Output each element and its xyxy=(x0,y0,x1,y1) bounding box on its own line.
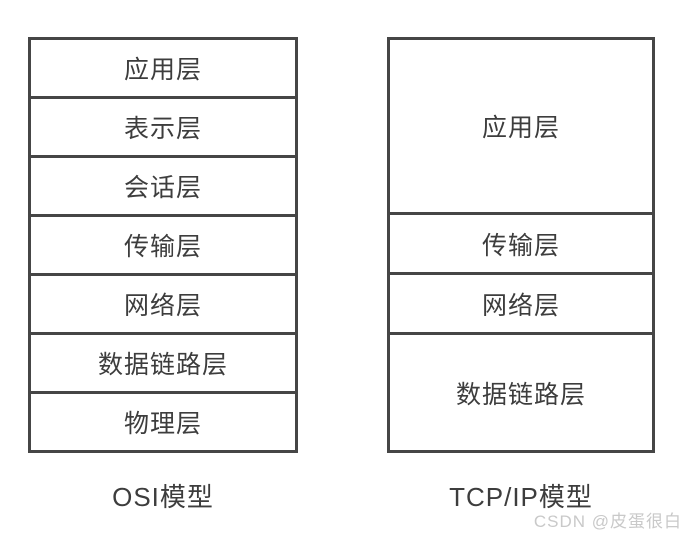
tcpip-layer-row: 网络层 xyxy=(390,272,652,332)
osi-layer-row: 应用层 xyxy=(31,40,295,96)
osi-layer-row: 数据链路层 xyxy=(31,332,295,391)
osi-layer-row: 表示层 xyxy=(31,96,295,155)
osi-layer-label: 传输层 xyxy=(123,233,202,261)
osi-layer-row: 物理层 xyxy=(31,391,295,450)
watermark-text: CSDN @皮蛋很白 xyxy=(533,512,682,531)
tcpip-layer-row: 传输层 xyxy=(390,211,652,272)
osi-layer-label: 数据链路层 xyxy=(97,351,228,379)
tcpip-layer-label: 应用层 xyxy=(481,113,560,142)
osi-layer-row: 网络层 xyxy=(31,273,295,332)
osi-layer-row: 会话层 xyxy=(31,155,295,214)
osi-layer-label: 网络层 xyxy=(123,292,202,320)
osi-model-stack: 应用层 表示层 会话层 传输层 网络层 数据链路层 物理层 xyxy=(28,37,298,453)
osi-model-title: OSI模型 xyxy=(112,482,214,512)
tcpip-layer-label: 网络层 xyxy=(481,291,560,320)
osi-layer-label: 会话层 xyxy=(123,174,202,202)
watermark: CSDN @皮蛋很白 xyxy=(534,507,682,532)
osi-layer-row: 传输层 xyxy=(31,214,295,273)
osi-layer-label: 表示层 xyxy=(123,115,202,143)
tcpip-layer-row: 数据链路层 xyxy=(390,332,652,450)
osi-layer-label: 物理层 xyxy=(123,410,202,438)
tcpip-layer-label: 传输层 xyxy=(481,231,560,260)
tcpip-model-title: TCP/IP模型 xyxy=(449,482,593,512)
osi-layer-label: 应用层 xyxy=(123,56,202,84)
tcpip-model-stack: 应用层 传输层 网络层 数据链路层 xyxy=(387,37,655,453)
tcpip-layer-row: 应用层 xyxy=(390,40,652,212)
tcpip-layer-label: 数据链路层 xyxy=(455,380,586,409)
